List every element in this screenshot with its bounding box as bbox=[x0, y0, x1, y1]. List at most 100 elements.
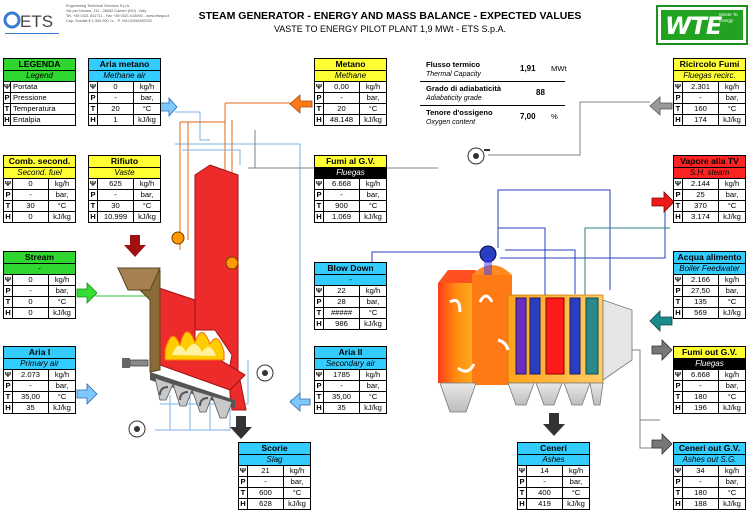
stream-subtitle: Primary air bbox=[3, 359, 76, 370]
row-value: 1785 bbox=[323, 370, 360, 381]
row-value: 986 bbox=[323, 318, 360, 330]
row-key: Ψ bbox=[3, 370, 13, 381]
row-key: T bbox=[673, 487, 683, 499]
stream-subtitle: Ashes out S.G. bbox=[673, 455, 746, 466]
row-value: - bbox=[682, 476, 719, 488]
row-key: Ψ bbox=[673, 179, 683, 190]
row-unit: kg/h bbox=[283, 466, 311, 477]
row-value: 370 bbox=[682, 200, 719, 212]
row-key: H bbox=[517, 498, 527, 510]
row-unit: °C bbox=[133, 200, 161, 212]
row-key: T bbox=[88, 200, 98, 212]
legend-label: Pressione bbox=[10, 92, 76, 104]
row-value: - bbox=[682, 380, 719, 392]
arrow-icon bbox=[651, 339, 673, 361]
row-key: P bbox=[314, 380, 324, 392]
stream-subtitle: Methane bbox=[314, 71, 387, 82]
row-value: 600 bbox=[247, 487, 284, 499]
ets-logo-text: ETS bbox=[20, 12, 53, 31]
row-value: 180 bbox=[682, 391, 719, 403]
row-value: 0 bbox=[12, 296, 49, 308]
row-key: H bbox=[314, 211, 324, 223]
row-unit: °C bbox=[48, 296, 76, 308]
row-value: 0 bbox=[12, 275, 49, 286]
row-unit: bar, bbox=[359, 380, 387, 392]
row-key: H bbox=[88, 211, 98, 223]
arrow-icon bbox=[651, 433, 673, 455]
stream-subtitle: - bbox=[314, 275, 387, 286]
row-value: 188 bbox=[682, 498, 719, 510]
stream-title: Fumi al G.V. bbox=[314, 155, 387, 168]
row-unit: bar, bbox=[359, 92, 387, 104]
stream-title: Ceneri bbox=[517, 442, 590, 455]
stream-subtitle: S.H. steam bbox=[673, 168, 746, 179]
row-key: H bbox=[314, 318, 324, 330]
row-unit: kJ/kg bbox=[562, 498, 590, 510]
row-value: 6.668 bbox=[682, 370, 719, 381]
row-value: 135 bbox=[682, 296, 719, 308]
row-value: - bbox=[12, 189, 49, 201]
row-key: T bbox=[314, 200, 324, 212]
adiabaticity-value: 88 bbox=[536, 88, 545, 97]
stream-row: P-bar, bbox=[3, 285, 76, 297]
row-key: H bbox=[88, 114, 98, 126]
legend-title: LEGENDA bbox=[3, 58, 76, 71]
row-key: H bbox=[3, 307, 13, 319]
row-key: Ψ bbox=[238, 466, 248, 477]
arrow-icon bbox=[651, 191, 675, 213]
row-key: P bbox=[3, 285, 13, 297]
arrow-icon bbox=[289, 94, 313, 114]
row-value: 22 bbox=[323, 286, 360, 297]
row-unit: °C bbox=[48, 391, 76, 403]
row-unit: kJ/kg bbox=[48, 211, 76, 223]
arrow-icon bbox=[76, 383, 98, 405]
row-key: P bbox=[673, 380, 683, 392]
row-unit: bar, bbox=[133, 92, 161, 104]
stream-subtitle: Boiler Feedwater bbox=[673, 264, 746, 275]
legend-label: Temperatura bbox=[10, 103, 76, 115]
row-unit: °C bbox=[359, 103, 387, 115]
row-unit: bar, bbox=[718, 285, 746, 297]
row-key: H bbox=[673, 498, 683, 510]
row-unit: kg/h bbox=[562, 466, 590, 477]
row-unit: bar, bbox=[718, 92, 746, 104]
row-unit: kg/h bbox=[718, 82, 746, 93]
row-unit: kg/h bbox=[133, 82, 161, 93]
oxygen-value: 7,00 bbox=[520, 112, 536, 121]
row-key: Ψ bbox=[314, 286, 324, 297]
row-unit: kg/h bbox=[718, 275, 746, 286]
oxygen-unit: % bbox=[551, 112, 558, 121]
row-value: 3.174 bbox=[682, 211, 719, 223]
legend-key: P bbox=[3, 92, 11, 104]
row-key: T bbox=[88, 103, 98, 115]
row-value: 2.073 bbox=[12, 370, 49, 381]
row-value: 1 bbox=[97, 114, 134, 126]
row-key: Ψ bbox=[88, 82, 98, 93]
ets-address-line: Via per Novara, 112 - 28062 Cameri (NO) … bbox=[66, 9, 147, 13]
